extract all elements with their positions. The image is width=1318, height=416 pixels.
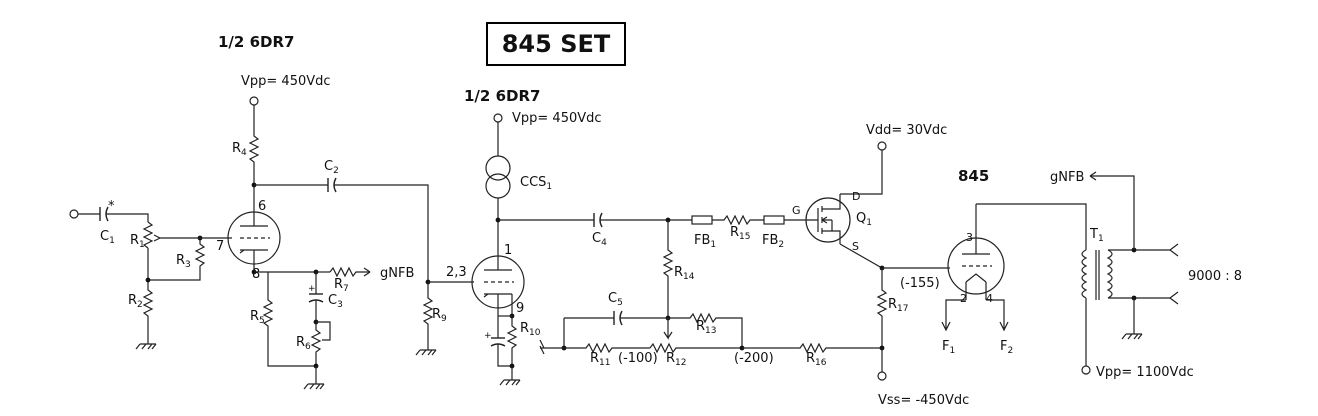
pin-845-fil-a: 2 xyxy=(960,292,967,305)
vpp1-label: Vpp= 450Vdc xyxy=(241,74,331,89)
label-r12: R12 xyxy=(666,351,687,368)
label-f2: F2 xyxy=(1000,339,1013,356)
vdd-terminal xyxy=(877,141,887,151)
label-r16: R16 xyxy=(806,351,827,368)
tube-v2 xyxy=(471,255,525,316)
v3-tube-name: 845 xyxy=(958,167,989,185)
label-r1: R1 xyxy=(130,233,145,250)
node-voltage-200: (-200) xyxy=(734,351,774,366)
vpp3-terminal xyxy=(1081,365,1091,375)
label-r14: R14 xyxy=(674,265,695,282)
label-f1: F1 xyxy=(942,339,955,356)
label-c3: C3 xyxy=(328,293,343,310)
label-c4: C4 xyxy=(592,231,607,248)
pin-q1-source: S xyxy=(852,240,859,253)
v1-tube-name: 1/2 6DR7 xyxy=(218,33,294,51)
pin-v2-grid: 2,3 xyxy=(446,265,467,280)
label-r4: R4 xyxy=(232,141,247,158)
pin-845-plate: 3 xyxy=(966,231,973,244)
tube-845 xyxy=(947,204,1005,300)
label-r9: R9 xyxy=(432,307,447,324)
label-q1: Q1 xyxy=(856,211,872,228)
vpp2-terminal xyxy=(493,113,503,123)
label-r3: R3 xyxy=(176,253,191,270)
input-terminal xyxy=(69,209,79,219)
pin-v2-plate: 1 xyxy=(504,243,512,258)
ferrite-bead-fb1 xyxy=(691,215,713,225)
vss-label: Vss= -450Vdc xyxy=(878,393,969,408)
pin-v1-plate: 6 xyxy=(258,199,266,214)
label-fb1: FB1 xyxy=(694,233,716,250)
c1-star: * xyxy=(108,199,115,214)
label-c5: C5 xyxy=(608,291,623,308)
mosfet-q1 xyxy=(805,194,851,244)
label-r6: R6 xyxy=(296,335,311,352)
label-c1: C1 xyxy=(100,229,115,246)
pin-q1-drain: D xyxy=(852,190,860,203)
svg-text:+: + xyxy=(484,331,492,341)
label-r11: R11 xyxy=(590,351,611,368)
label-r15: R15 xyxy=(730,225,751,242)
node-voltage-155: (-155) xyxy=(900,276,940,291)
impedance-ratio: 9000 : 8 xyxy=(1188,269,1242,284)
output-transformer-t1 xyxy=(1081,249,1113,300)
vpp3-label: Vpp= 1100Vdc xyxy=(1096,365,1194,380)
label-fb2: FB2 xyxy=(762,233,784,250)
label-ccs1: CCS1 xyxy=(520,175,552,192)
vpp2-label: Vpp= 450Vdc xyxy=(512,111,602,126)
tube-v1 xyxy=(227,211,281,272)
ferrite-bead-fb2 xyxy=(763,215,785,225)
gnfb-label-1: gNFB xyxy=(380,266,414,281)
svg-text:+: + xyxy=(308,284,316,294)
schematic-title: 845 SET xyxy=(486,22,626,66)
pin-q1-gate: G xyxy=(792,204,801,217)
pin-845-fil-b: 4 xyxy=(986,292,993,305)
label-t1: T1 xyxy=(1089,227,1104,244)
label-r5: R5 xyxy=(250,309,265,326)
input-stage xyxy=(69,206,232,350)
pin-v2-cathode: 9 xyxy=(516,301,524,316)
label-r7: R7 xyxy=(334,277,349,294)
label-r2: R2 xyxy=(128,293,143,310)
label-r13: R13 xyxy=(696,319,717,336)
node-voltage-100: (-100) xyxy=(618,351,658,366)
label-r10: R10 xyxy=(520,321,541,338)
label-c2: C2 xyxy=(324,159,339,176)
v2-tube-name: 1/2 6DR7 xyxy=(464,87,540,105)
vss-terminal xyxy=(877,371,887,381)
vpp1-terminal xyxy=(249,96,259,106)
pin-v1-cathode: 8 xyxy=(252,267,260,282)
label-r17: R17 xyxy=(888,297,909,314)
pin-v1-grid: 7 xyxy=(216,239,224,254)
gnfb-label-2: gNFB xyxy=(1050,170,1084,185)
vdd-label: Vdd= 30Vdc xyxy=(866,123,947,138)
